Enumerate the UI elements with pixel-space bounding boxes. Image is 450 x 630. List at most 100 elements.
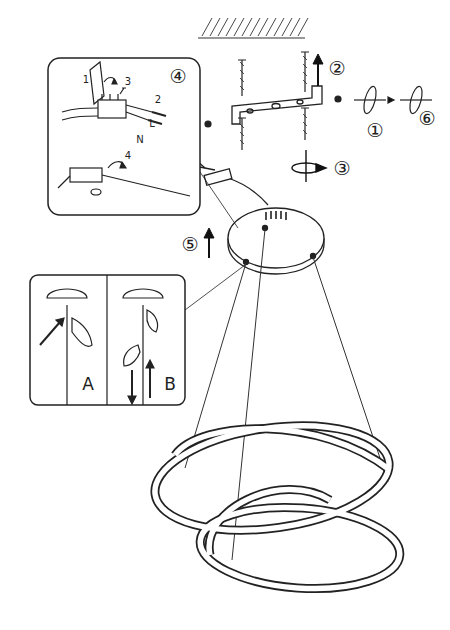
callout-number: ⑤ — [181, 235, 198, 254]
screws — [205, 52, 341, 150]
ceiling — [266, 18, 276, 36]
power-cable — [228, 178, 268, 205]
step-number: 1 — [83, 75, 89, 85]
step-number: 2 — [155, 95, 161, 105]
callout-number: ① — [366, 121, 383, 140]
panel-letter: A — [82, 376, 94, 393]
arrow-up-5 — [208, 236, 210, 258]
led-rings — [175, 429, 390, 470]
decorative-caps — [400, 99, 432, 100]
wiring-inset — [126, 105, 152, 120]
cable-adjust-inset — [106, 275, 107, 405]
ceiling — [290, 18, 300, 36]
ceiling — [274, 18, 284, 36]
step-number: 3 — [125, 77, 131, 87]
canopy — [228, 208, 324, 274]
ceiling — [210, 18, 220, 36]
arrow-up-5 — [204, 228, 214, 238]
power-cable — [204, 169, 232, 185]
step-number: 4 — [125, 151, 131, 161]
ceiling — [226, 18, 236, 36]
wiring-inset — [48, 58, 238, 228]
ceiling — [242, 18, 252, 36]
decorative-caps — [388, 97, 394, 103]
wiring-inset — [112, 79, 117, 84]
cable-adjust-inset — [30, 265, 245, 405]
wiring-inset — [98, 100, 126, 118]
arrow-up-2 — [313, 54, 323, 86]
screws — [238, 60, 246, 96]
ceiling — [234, 18, 244, 36]
cable-adjust-inset — [56, 318, 64, 326]
cable-adjust-inset — [40, 322, 60, 345]
screws — [205, 121, 211, 127]
rotate-arrow-3 — [316, 164, 326, 172]
arrow-up-2 — [317, 62, 319, 86]
screws — [335, 96, 341, 102]
cable-adjust-inset — [30, 275, 185, 405]
canopy — [266, 211, 286, 220]
screws — [301, 108, 309, 140]
wiring-inset — [48, 58, 200, 215]
led-rings — [209, 490, 330, 555]
ceiling — [202, 18, 212, 36]
led-rings — [148, 412, 402, 595]
screws — [240, 124, 244, 144]
ceiling — [298, 18, 308, 36]
led-rings — [148, 412, 402, 595]
wiring-inset — [102, 94, 118, 100]
rotate-arrow-3 — [292, 150, 326, 182]
wire-label: N — [136, 135, 143, 145]
decorative-caps — [354, 99, 386, 100]
screws — [301, 52, 309, 92]
rotate-arrow-3 — [305, 150, 306, 182]
arrow-up-2 — [313, 54, 323, 64]
led-rings — [148, 412, 402, 595]
led-rings — [148, 412, 396, 544]
wiring-inset — [102, 175, 190, 196]
ceiling — [198, 18, 308, 38]
callout-number: ⑥ — [418, 109, 435, 128]
cable-adjust-inset — [47, 289, 87, 298]
cable-adjust-inset — [185, 265, 245, 310]
wiring-inset — [120, 88, 126, 94]
ceiling — [250, 18, 260, 36]
ceiling — [218, 18, 228, 36]
callout-number: ④ — [169, 67, 186, 86]
wiring-inset — [58, 176, 70, 188]
wiring-inset — [200, 172, 238, 228]
panel-letter: B — [164, 376, 176, 393]
ceiling — [198, 37, 305, 38]
led-rings — [148, 412, 396, 544]
callout-number: ③ — [333, 159, 350, 178]
cable-adjust-inset — [72, 318, 92, 346]
wiring-inset — [62, 108, 98, 112]
screws — [238, 118, 246, 150]
wiring-inset — [70, 168, 102, 182]
cable-adjust-inset — [142, 305, 143, 405]
ceiling — [282, 18, 292, 36]
cable-adjust-inset — [123, 289, 163, 298]
wire-label: L — [149, 119, 155, 129]
cable-adjust-inset — [147, 310, 158, 332]
callout-number: ② — [328, 59, 345, 78]
arrow-up-5 — [204, 228, 214, 258]
screws — [303, 114, 307, 134]
wiring-inset — [91, 189, 101, 195]
wiring-inset — [120, 162, 126, 168]
wiring-inset — [62, 116, 98, 120]
mounting-bracket — [272, 104, 280, 109]
canopy — [228, 208, 324, 268]
cable-adjust-inset — [149, 366, 151, 398]
cable-adjust-inset — [66, 305, 67, 405]
cable-adjust-inset — [124, 345, 140, 366]
screws — [240, 62, 244, 90]
mounting-bracket — [247, 109, 253, 113]
cable-adjust-inset — [128, 396, 136, 404]
cable-adjust-inset — [146, 360, 154, 368]
screws — [303, 56, 307, 84]
mounting-bracket — [297, 100, 303, 104]
ceiling — [258, 18, 268, 36]
